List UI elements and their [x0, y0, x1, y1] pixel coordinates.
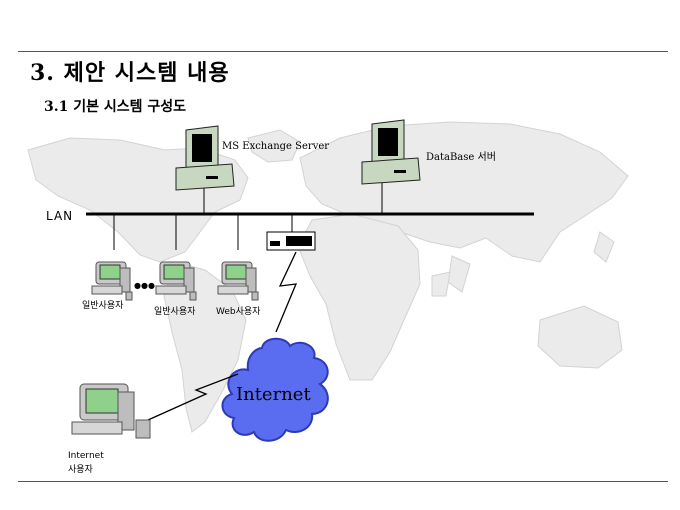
internet-cloud-label: Internet	[236, 384, 311, 405]
internet-cloud-icon	[221, 337, 329, 442]
ellipsis-dots: ●●●	[134, 281, 155, 290]
subsection-heading-text: 기본 시스템 구성도	[73, 99, 187, 115]
user2-label: 일반사용자	[154, 307, 196, 317]
user1-pc-icon	[91, 261, 133, 301]
internet-user-label-line2: 사용자	[68, 465, 93, 475]
user1-label: 일반사용자	[82, 301, 124, 311]
web-user-label: Web사용자	[216, 307, 261, 317]
user2-pc-icon	[155, 261, 197, 301]
subsection-heading-number: 3.1	[44, 99, 69, 115]
web-user-pc-icon	[217, 261, 259, 301]
router-icon	[266, 231, 316, 251]
section-heading-number: 3.	[30, 60, 55, 86]
database-server-icon	[361, 119, 421, 185]
exchange-server-label: MS Exchange Server	[222, 141, 330, 152]
router-lightning	[275, 251, 298, 333]
subsection-heading: 3.1 기본 시스템 구성도	[44, 96, 186, 116]
section-heading: 3. 제안 시스템 내용	[30, 55, 230, 87]
internet-user-pc-icon	[71, 383, 151, 439]
top-rule	[18, 51, 668, 52]
section-heading-text: 제안 시스템 내용	[63, 61, 230, 86]
exchange-server-icon	[175, 125, 235, 191]
internet-user-label-line1: Internet	[68, 451, 104, 461]
internet-user-lightning	[147, 373, 239, 421]
lan-label: LAN	[46, 209, 74, 223]
database-server-label: DataBase 서버	[426, 152, 496, 163]
bottom-rule	[18, 481, 668, 482]
